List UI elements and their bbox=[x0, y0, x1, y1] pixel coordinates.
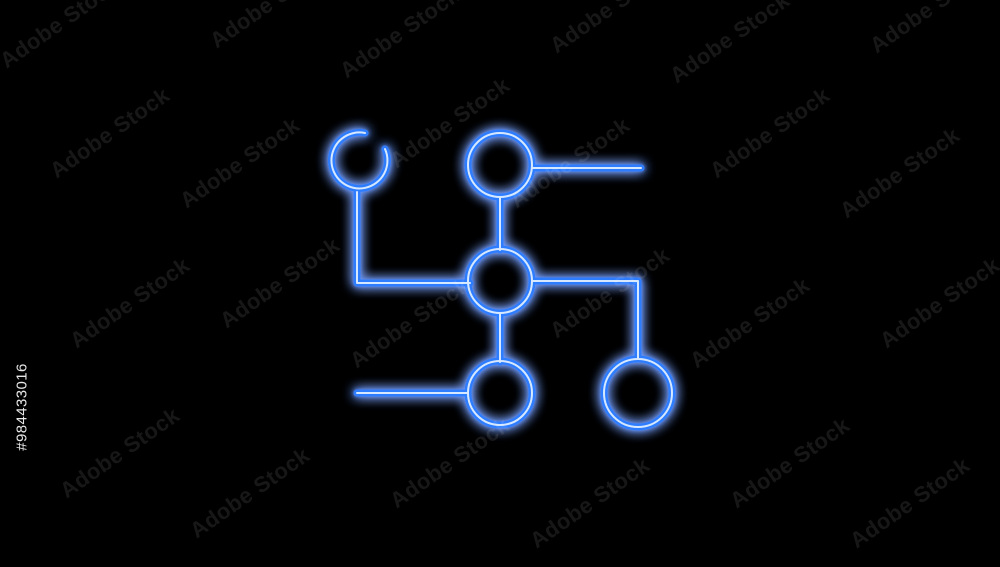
connector-right-branch bbox=[528, 277, 642, 362]
stock-id-label: #984433016 bbox=[10, 322, 34, 492]
stock-id-text: #984433016 bbox=[13, 363, 31, 451]
connector-top-left bbox=[353, 188, 474, 287]
